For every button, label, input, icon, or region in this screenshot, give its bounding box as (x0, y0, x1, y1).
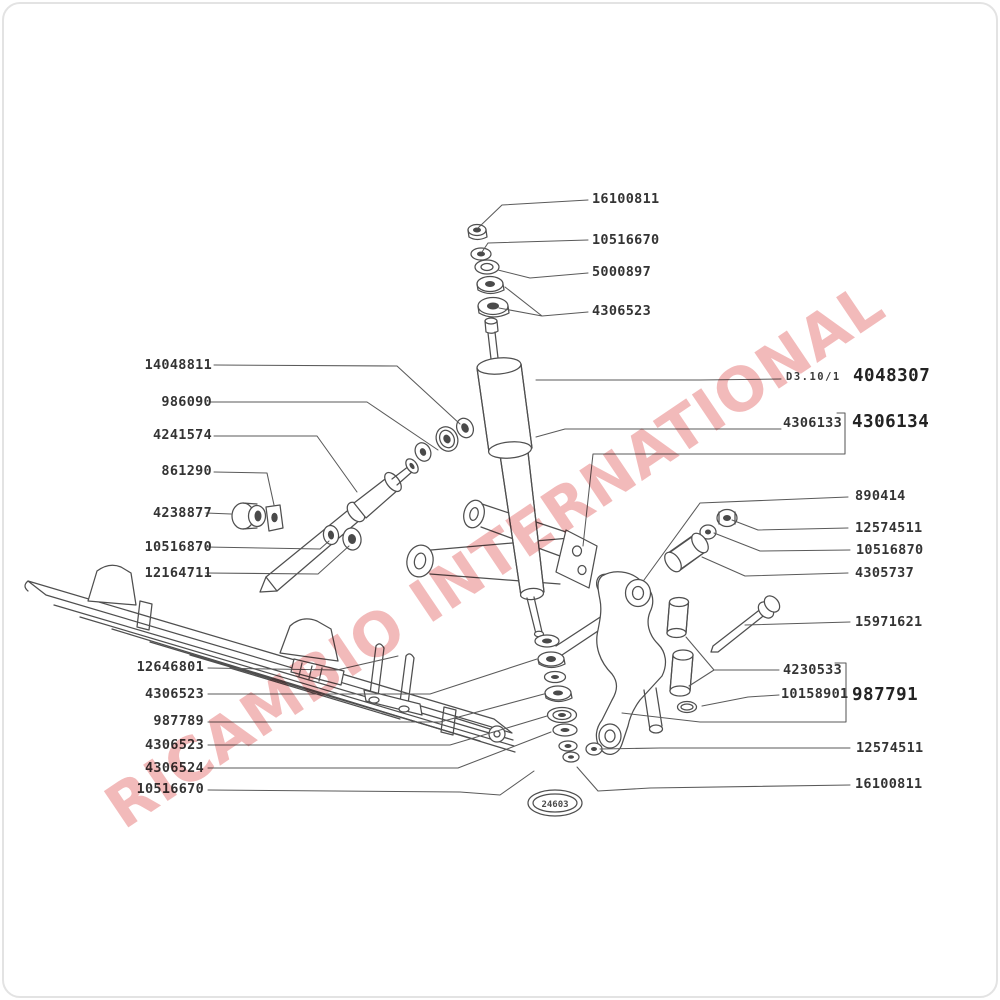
part-label-4306134: 4306134 (852, 412, 930, 432)
leader-lines (205, 199, 851, 796)
shock-absorber-drawing (467, 223, 545, 638)
part-label-10516870-left: 10516870 (144, 539, 212, 555)
part-label-12574511-upper: 12574511 (855, 520, 923, 536)
shock-lower-mount-stack (534, 594, 641, 763)
part-label-12646801: 12646801 (136, 659, 204, 675)
part-label-4048307: 4048307 (853, 366, 931, 386)
shock-top-mount-stack (467, 223, 510, 318)
upper-control-arm-drawing (406, 499, 598, 589)
part-label-10516670-top: 10516670 (592, 232, 660, 248)
part-label-10516670-bottom: 10516670 (136, 781, 204, 797)
part-label-4241574: 4241574 (153, 427, 212, 443)
plate-number-stamp: 24603 (527, 789, 583, 817)
part-label-4230533: 4230533 (783, 662, 842, 678)
part-label-12574511-lower: 12574511 (856, 740, 924, 756)
part-label-16100811-top: 16100811 (592, 191, 660, 207)
part-label-890414: 890414 (855, 488, 906, 504)
part-label-16100811-bottom: 16100811 (855, 776, 923, 792)
part-label-4306133: 4306133 (783, 415, 842, 431)
part-label-987791: 987791 (852, 685, 919, 705)
drag-link-drawing (231, 417, 475, 593)
part-label-10516870-right: 10516870 (856, 542, 924, 558)
part-label-5000897: 5000897 (592, 264, 651, 280)
part-label-4306523-mid1: 4306523 (145, 686, 204, 702)
part-label-15971621: 15971621 (855, 614, 923, 630)
part-label-4238877: 4238877 (153, 505, 212, 521)
part-label-4306524: 4306524 (145, 760, 204, 776)
part-label-14048811: 14048811 (144, 357, 212, 373)
steering-knuckle-drawing (585, 571, 667, 756)
part-label-4306523-top: 4306523 (592, 303, 651, 319)
part-label-986090: 986090 (161, 394, 212, 410)
part-label-4306523-mid2: 4306523 (145, 737, 204, 753)
part-label-987789: 987789 (153, 713, 204, 729)
part-label-12164711: 12164711 (144, 565, 212, 581)
part-label-861290: 861290 (161, 463, 212, 479)
part-label-4305737: 4305737 (855, 565, 914, 581)
stamp-number: 24603 (541, 800, 568, 810)
table-ref-label: D3.10/1 (786, 371, 841, 383)
leaf-spring-drawing (24, 564, 516, 753)
kingpin-hardware-drawing (664, 508, 781, 714)
part-label-10158901: 10158901 (781, 686, 849, 702)
